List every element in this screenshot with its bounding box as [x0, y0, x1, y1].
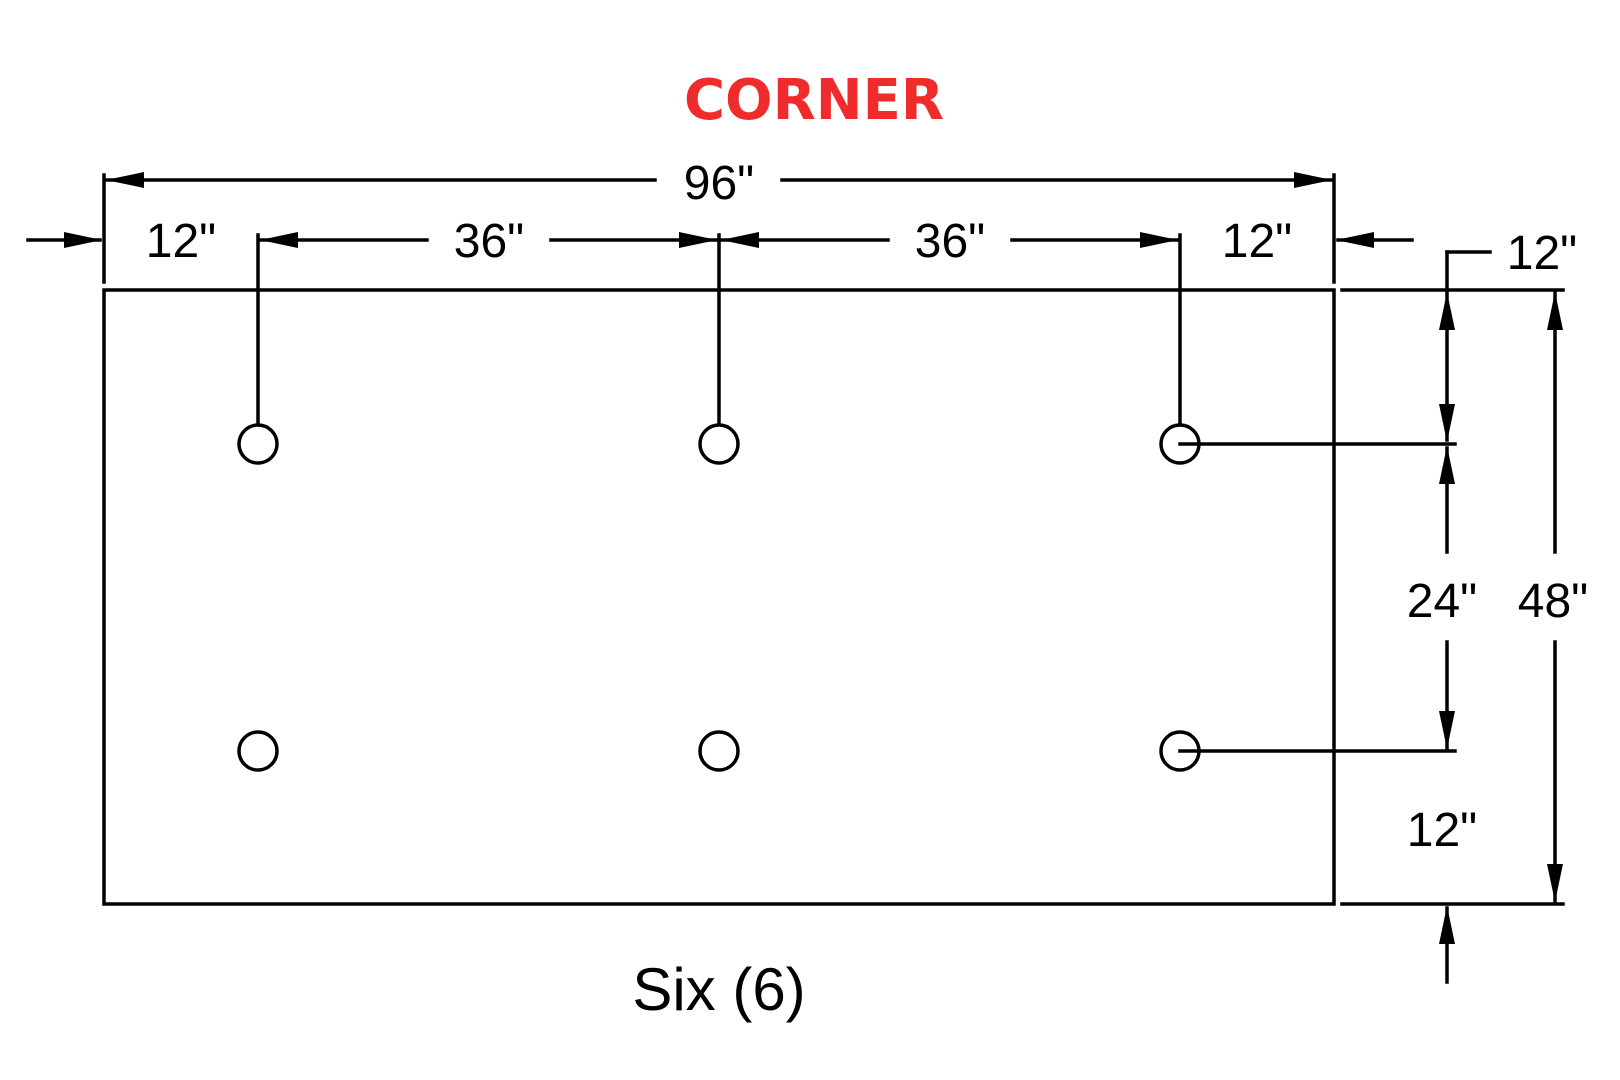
- dimension-label-spacing-left: 36": [454, 215, 524, 268]
- arrowhead: [1439, 446, 1455, 484]
- arrowhead: [1294, 172, 1332, 188]
- dimension-label-bottom-edge: 12": [1407, 804, 1477, 857]
- dimension-label-row-spacing: 24": [1407, 575, 1477, 628]
- hole: [698, 423, 740, 465]
- dimension-label-overall-width: 96": [684, 157, 754, 210]
- hole: [237, 423, 279, 465]
- arrowhead: [260, 232, 298, 248]
- arrowhead: [721, 232, 759, 248]
- arrowhead: [1336, 232, 1374, 248]
- arrowhead: [1547, 292, 1563, 330]
- dimension-label-left-edge: 12": [146, 215, 216, 268]
- drawing-title: CORNER: [684, 68, 944, 133]
- arrowhead: [679, 232, 717, 248]
- arrowhead: [1439, 292, 1455, 330]
- arrowhead: [106, 172, 144, 188]
- dimension-label-right-edge: 12": [1222, 215, 1292, 268]
- dimension-label-top-edge: 12": [1507, 227, 1577, 280]
- arrowhead: [1439, 711, 1455, 749]
- arrowhead: [1439, 906, 1455, 944]
- hole-count-caption: Six (6): [632, 956, 805, 1023]
- arrowhead: [1547, 864, 1563, 902]
- dimension-label-spacing-right: 36": [915, 215, 985, 268]
- hole: [237, 730, 279, 772]
- arrowhead: [64, 232, 102, 248]
- hole: [698, 730, 740, 772]
- arrowhead: [1439, 404, 1455, 442]
- dimension-label-overall-height: 48": [1518, 575, 1588, 628]
- arrowhead: [1140, 232, 1178, 248]
